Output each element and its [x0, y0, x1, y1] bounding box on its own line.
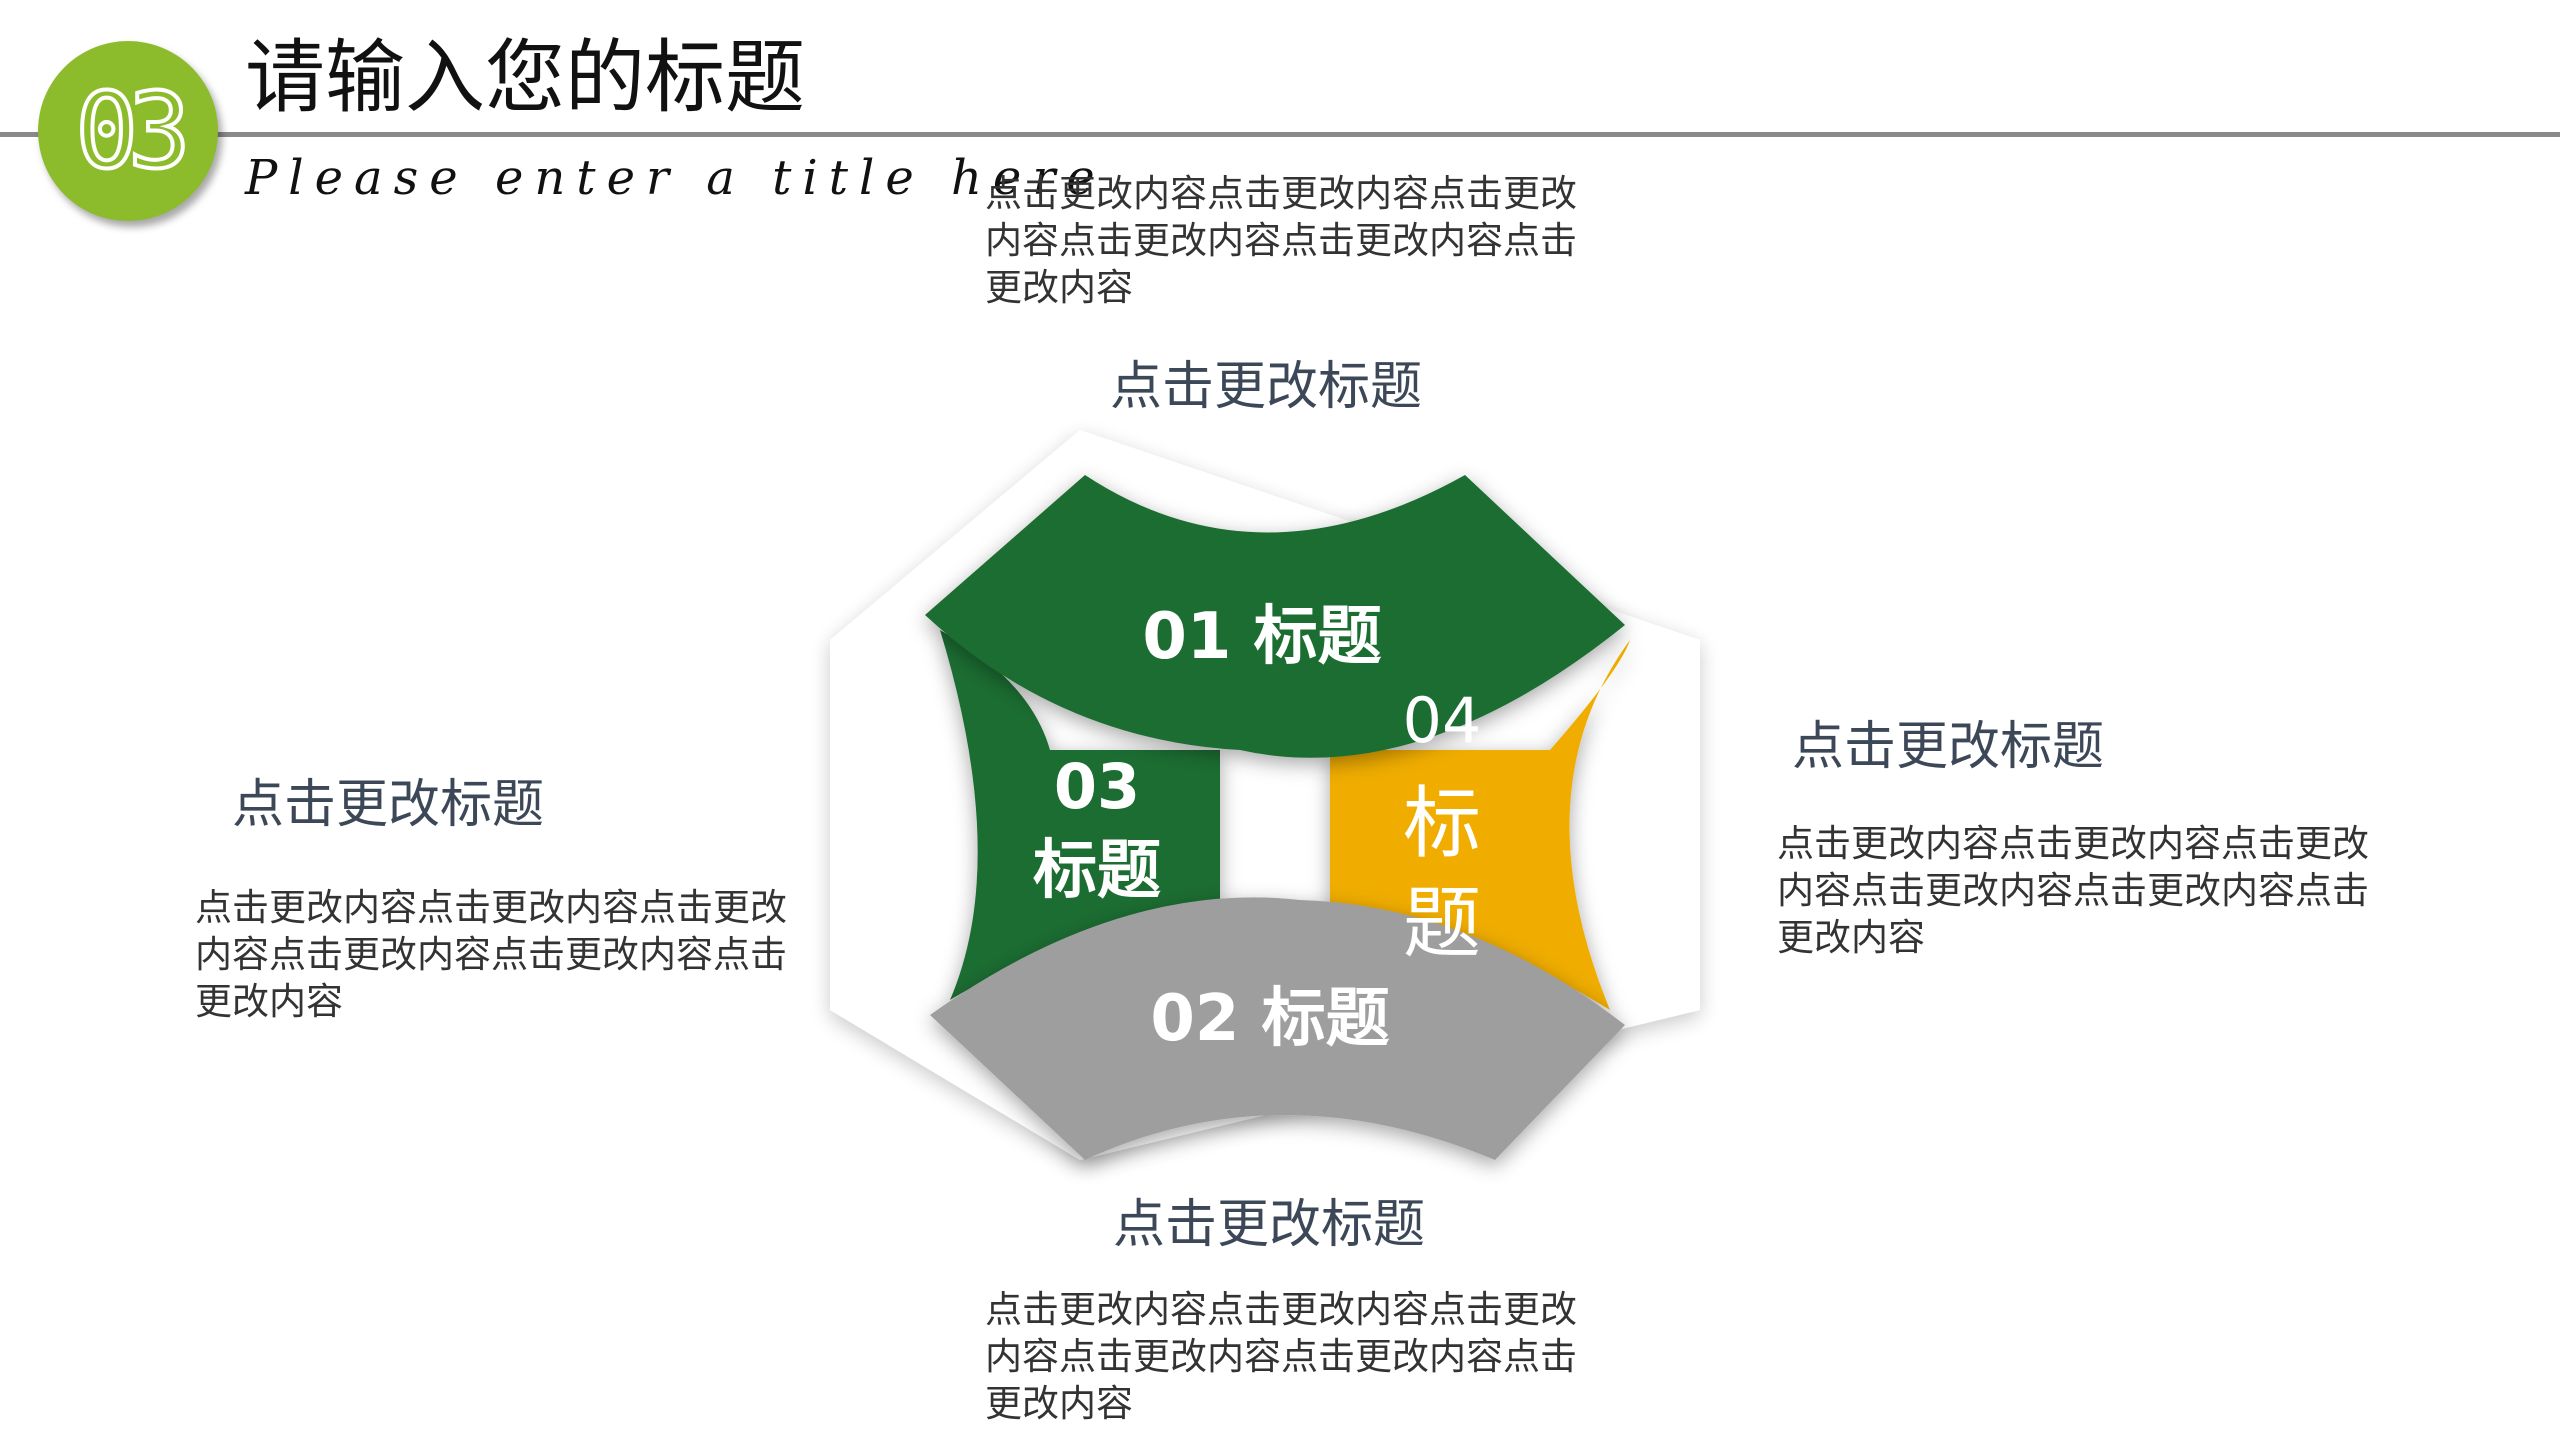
- segment-03[interactable]: [940, 630, 1220, 1000]
- right-block-title[interactable]: 点击更改标题: [1792, 717, 2105, 777]
- top-block-text[interactable]: 点击更改内容点击更改内容点击更改内容点击更改内容点击更改内容点击更改内容: [985, 172, 1577, 309]
- segment-03-label: 标题: [1033, 834, 1161, 908]
- segment-04-label-line1: 标: [1403, 779, 1481, 869]
- segment-02-label: 02 标题: [1150, 982, 1389, 1056]
- segment-02[interactable]: [930, 897, 1625, 1160]
- page-subtitle[interactable]: Please enter a title here: [245, 150, 1106, 206]
- bottom-block-title[interactable]: 点击更改标题: [1113, 1195, 1426, 1255]
- segment-01[interactable]: [925, 475, 1625, 758]
- right-block-text[interactable]: 点击更改内容点击更改内容点击更改内容点击更改内容点击更改内容点击更改内容: [1777, 822, 2369, 959]
- bottom-block-text[interactable]: 点击更改内容点击更改内容点击更改内容点击更改内容点击更改内容点击更改内容: [985, 1288, 1577, 1425]
- page-title[interactable]: 请输入您的标题: [245, 31, 805, 124]
- left-block-title[interactable]: 点击更改标题: [232, 775, 545, 835]
- section-number: 03: [73, 68, 192, 194]
- segment-04-number: 04: [1403, 684, 1482, 757]
- section-badge: 03: [38, 41, 218, 221]
- header-divider: [0, 132, 2560, 137]
- segment-03-number: 03: [1054, 750, 1140, 823]
- left-block-text[interactable]: 点击更改内容点击更改内容点击更改内容点击更改内容点击更改内容点击更改内容: [195, 886, 787, 1023]
- top-block-title[interactable]: 点击更改标题: [1110, 357, 1423, 417]
- segment-01-label: 01 标题: [1142, 600, 1381, 674]
- segment-04-label-line2: 题: [1403, 879, 1481, 969]
